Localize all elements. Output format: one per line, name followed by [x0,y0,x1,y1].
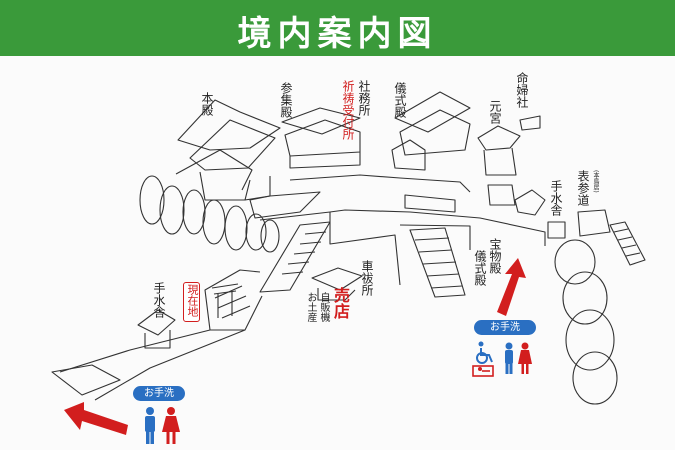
label-temizuya-left: 手水舎 [152,282,166,318]
male-icon [145,407,155,444]
path-bridge [51,269,263,401]
male-icon [505,342,513,374]
label-omotesando-sub: (本鳥居) [592,170,599,193]
label-omiyage: お土産 [305,292,316,322]
restroom-left-pictograms [145,407,180,444]
wheelchair-icon [476,341,493,364]
label-baiten: 売店 [331,287,350,319]
label-houmotsuden: 宝物殿 [488,238,502,274]
label-motomiya: 元宮 [488,100,502,124]
label-honden: 本殿 [200,92,214,116]
restroom-right-label: お手洗 [474,320,536,335]
building-sanshuden [281,107,361,169]
female-icon [162,407,180,444]
restroom-left-label: お手洗 [133,386,185,401]
temizuya-left-building [137,309,176,349]
baby-changing-icon [472,365,494,377]
stairs [249,184,646,298]
label-sanshuden: 参集殿 [279,82,293,118]
right-gate [514,189,611,239]
map-area [0,56,675,450]
header-bar: 境内案内図 [0,0,675,56]
page-title: 境内案内図 [237,14,438,54]
label-genzaichi: 現在地 [186,284,199,317]
shop-building [311,267,363,301]
plateau-walls [259,174,546,286]
torii-icon [211,283,239,318]
label-meifusha: 命婦社 [515,72,529,108]
building-motomiya [477,115,541,176]
label-omotesando: 表参道 [576,170,590,206]
female-icon [518,342,532,374]
trees-left [139,175,280,253]
building-gishikiden [391,91,471,171]
label-gishikiden-top: 儀式殿 [393,82,407,118]
label-shamusho: 社務所 [357,80,371,116]
arrow-icon [64,258,526,435]
restroom-right-pictograms [472,341,532,377]
trees-right [554,239,618,405]
label-kuruma-harai: 車祓所 [360,260,374,296]
building-honden [175,99,281,201]
label-jihanki: 自販機 [318,292,329,322]
label-kitou: 祈祷受付所 [341,80,355,140]
current-location-badge: 現在地 [183,282,200,322]
label-temizuya-right: 手水舎 [549,180,563,216]
label-gishikiden-bottom: 儀式殿 [473,250,487,286]
